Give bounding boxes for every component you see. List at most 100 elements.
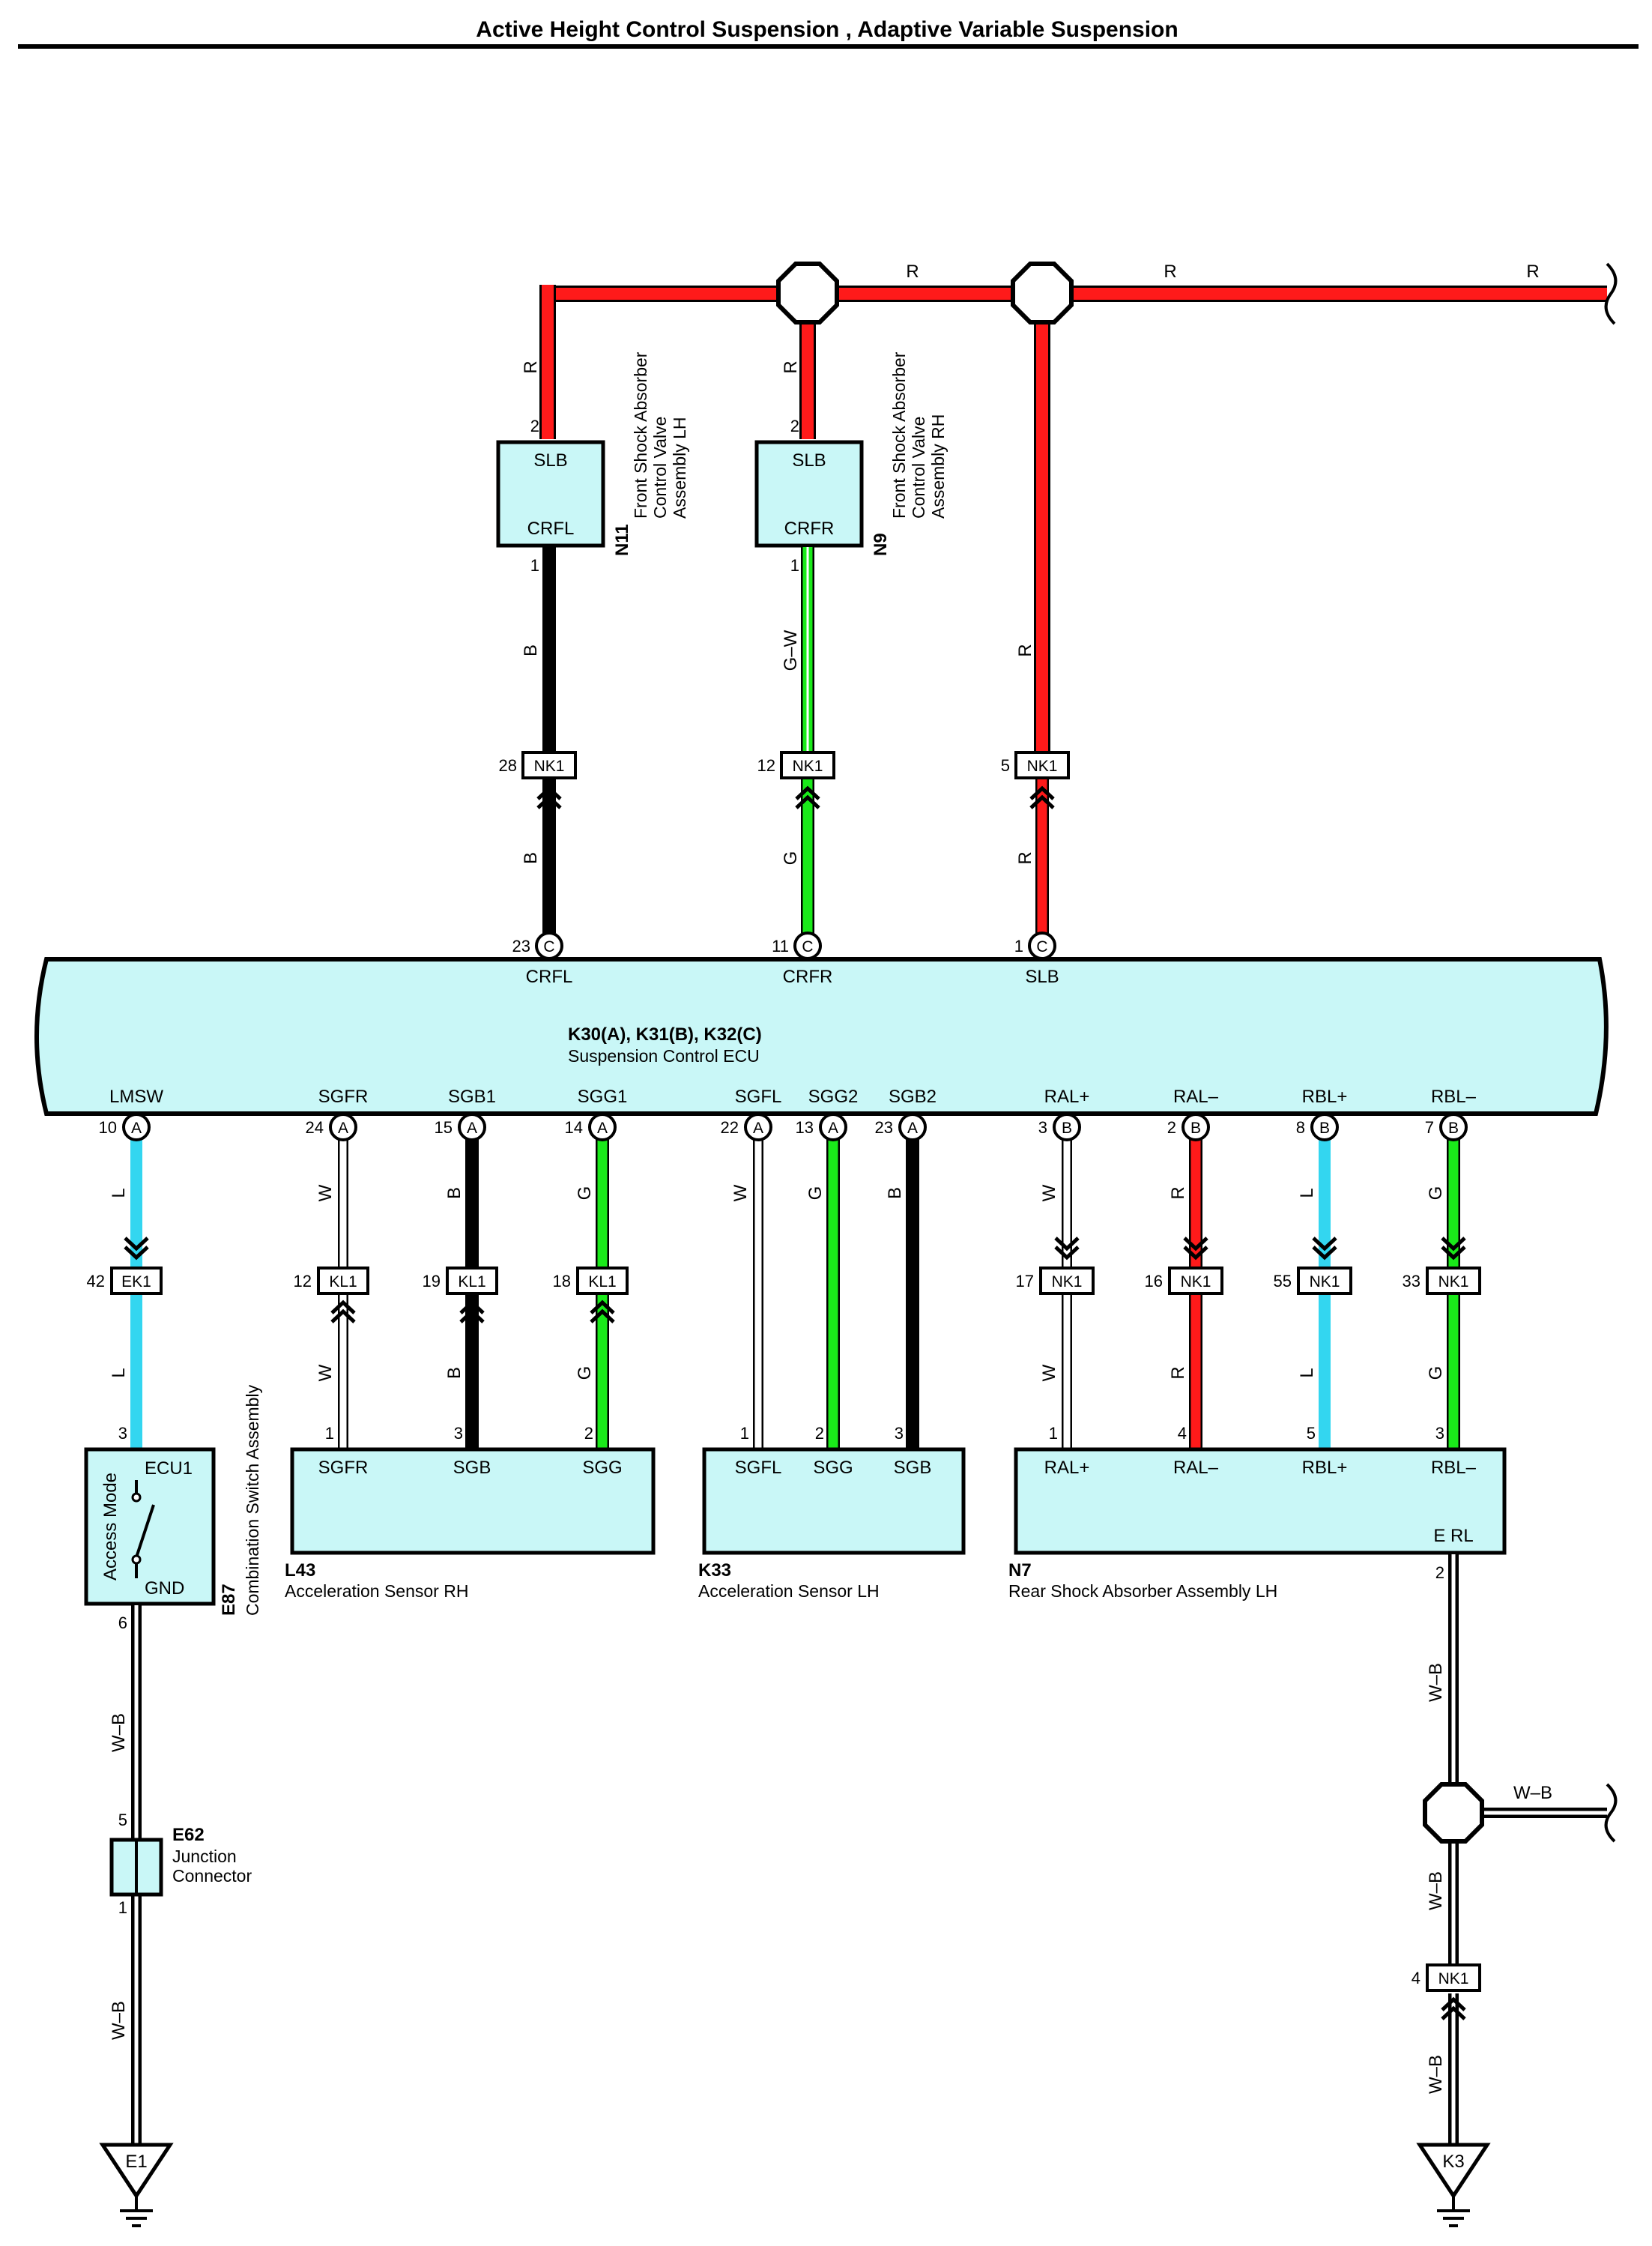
pin-number: 16 (1145, 1272, 1163, 1290)
connector-nk1 (1426, 1963, 1481, 1992)
connector-code: B (1190, 1120, 1201, 1137)
pin-number: 1 (790, 556, 799, 575)
connector-code: KL1 (588, 1273, 616, 1290)
l43-id: L43 (285, 1560, 315, 1581)
connector-code: NK1 (1438, 1273, 1469, 1290)
wire-code: W–B (109, 2001, 129, 2040)
pin-number: 11 (772, 937, 789, 956)
pin-number: 1 (1049, 1424, 1058, 1443)
k33-id: K33 (698, 1560, 731, 1581)
e87-pin-bottom: GND (145, 1578, 184, 1599)
ecu-body (34, 957, 1609, 1116)
l43-name: Acceleration Sensor RH (285, 1581, 468, 1601)
svg-text:N9: N9 (871, 533, 891, 556)
pin-number: 13 (796, 1118, 814, 1137)
pin-number: 15 (435, 1118, 453, 1137)
pin-number: 12 (294, 1272, 312, 1290)
wire-code: W–B (1426, 1871, 1446, 1910)
wire-code: L (1297, 1188, 1317, 1198)
ecu-terminal-label: CRFL (526, 967, 573, 987)
connector-code: NK1 (1052, 1273, 1083, 1290)
e87-id: E87 (219, 1584, 239, 1616)
splice-point (1423, 1782, 1484, 1844)
ecu-terminal-label: CRFR (783, 967, 833, 987)
connector-chevron (536, 785, 1055, 809)
pin-number: 1 (1014, 937, 1023, 956)
connector-nk1 (1014, 751, 1070, 779)
connector-kl1 (446, 1267, 498, 1295)
e87-inner-label: Access Mode (100, 1473, 121, 1581)
pin-number: 3 (1038, 1118, 1047, 1137)
connector-kl1 (317, 1267, 369, 1295)
pin-number: 10 (99, 1118, 117, 1137)
pin-number: 23 (875, 1118, 893, 1137)
n7-pin: RAL+ (1044, 1458, 1090, 1478)
wire-code: G–W (781, 630, 801, 671)
ecu-terminal-label: SGFR (318, 1087, 369, 1107)
connector-nk1 (1297, 1267, 1352, 1295)
ground-e1 (99, 2143, 174, 2227)
pin-number: 3 (895, 1424, 904, 1443)
switch-symbol (131, 1480, 155, 1578)
wire-code: L (109, 1188, 129, 1198)
ecu-terminal-label: SGG2 (808, 1087, 859, 1107)
connector-code: A (597, 1120, 608, 1137)
connector-code: C (1036, 938, 1047, 956)
pin-number: 22 (721, 1118, 739, 1137)
wire-w-b (1448, 1554, 1618, 2145)
pin-number: 5 (1307, 1424, 1316, 1443)
ground-k3 (1416, 2143, 1491, 2227)
wire-code: B (521, 852, 541, 864)
connector-code: KL1 (458, 1273, 485, 1290)
svg-text:Assembly LH: Assembly LH (670, 417, 689, 519)
connector-code: NK1 (1027, 758, 1058, 775)
power-bus-r (539, 262, 1618, 764)
wire-code: R (781, 360, 801, 373)
svg-text:Front Shock Absorber: Front Shock Absorber (889, 351, 909, 519)
ecu-terminal-label: RAL+ (1044, 1087, 1090, 1107)
wire-code: R (1168, 1186, 1188, 1199)
pin-number: 1 (118, 1898, 127, 1917)
l43-pin: SGB (453, 1458, 491, 1478)
connector-ek1 (110, 1267, 163, 1295)
connector-nk1 (1168, 1267, 1223, 1295)
n9-pin-bottom: CRFR (784, 519, 835, 539)
ground-label: K3 (1442, 2152, 1464, 2172)
connector-chevron (124, 1237, 1466, 1323)
splice-point (1011, 262, 1074, 324)
pin-number: 1 (325, 1424, 334, 1443)
svg-text:N11: N11 (612, 524, 632, 556)
pin-number: 1 (740, 1424, 749, 1443)
pin-number: 55 (1274, 1272, 1292, 1290)
pin-number: 2 (1435, 1563, 1444, 1582)
pin-number: 2 (1167, 1118, 1176, 1137)
l43-pin: SGFR (318, 1458, 369, 1478)
connector-code: A (907, 1120, 918, 1137)
pin-number: 1 (530, 556, 539, 575)
wire-code: R (1526, 262, 1539, 282)
wire-code: W (315, 1364, 336, 1381)
connector-code: NK1 (1181, 1273, 1211, 1290)
e62-name: Junction (172, 1847, 237, 1866)
wire-code: R (1015, 851, 1035, 864)
k33-box (702, 1447, 966, 1555)
l43-box (290, 1447, 656, 1555)
pin-number: 19 (423, 1272, 441, 1290)
pin-number: 14 (565, 1118, 583, 1137)
pin-number: 33 (1403, 1272, 1420, 1290)
e87-box (84, 1447, 216, 1606)
wire-code: B (521, 644, 541, 656)
wire-code: W–B (1426, 1663, 1446, 1702)
connector-code: B (1062, 1120, 1072, 1137)
wire-code: R (906, 262, 919, 282)
n9-box (754, 440, 864, 548)
connector-code: A (828, 1120, 838, 1137)
splice-point (776, 262, 839, 324)
wire-code: W (730, 1184, 751, 1201)
pin-number: 28 (499, 756, 517, 775)
pin-number: 12 (757, 756, 775, 775)
connector-code: KL1 (329, 1273, 357, 1290)
connector-code: A (131, 1120, 142, 1137)
n9-name: Front Shock Absorber Control Valve Assem… (889, 351, 948, 519)
